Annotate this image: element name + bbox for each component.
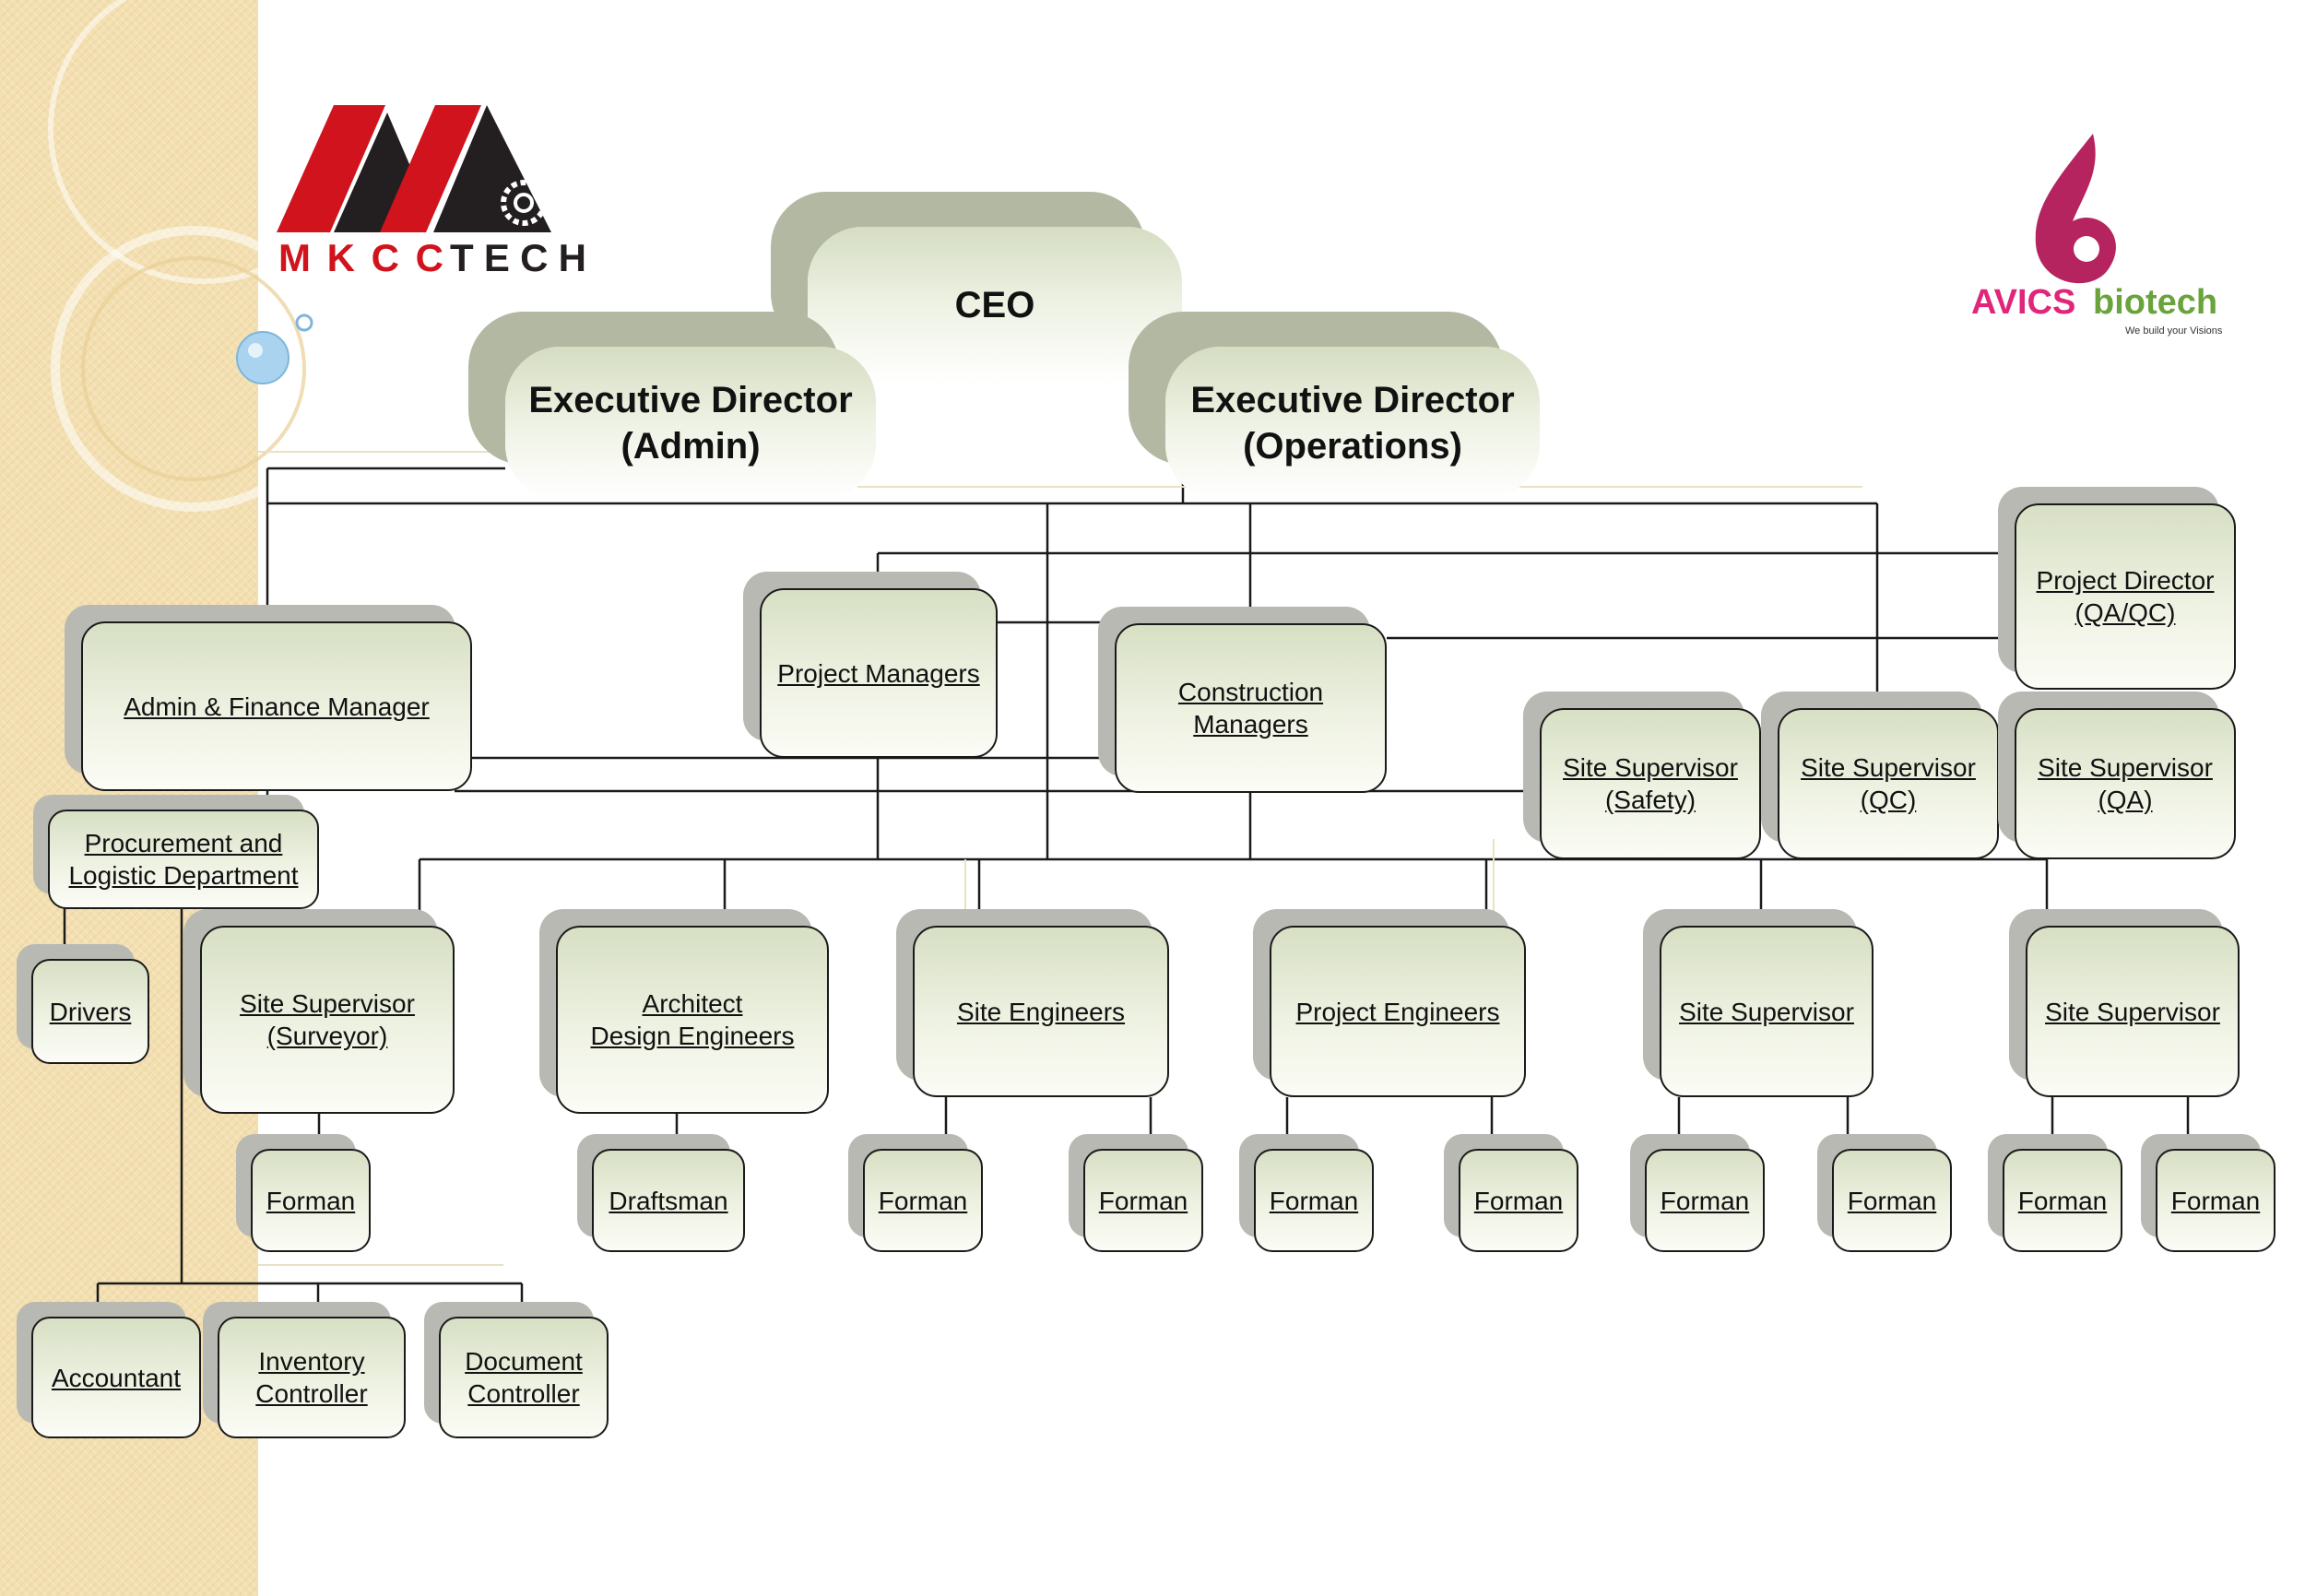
node-site-supervisor-qa: Site Supervisor (QA) (2015, 708, 2236, 859)
node-inventory-controller: Inventory Controller (218, 1317, 406, 1438)
node-procurement-logistics: Procurement and Logistic Department (48, 810, 319, 909)
node-forman: Forman (863, 1149, 983, 1252)
node-site-supervisor-surveyor: Site Supervisor (Surveyor) (200, 926, 455, 1114)
svg-text:We build your Visions: We build your Visions (2125, 325, 2223, 337)
node-forman: Forman (1832, 1149, 1952, 1252)
avics-biotech-logo: AVICS biotech We build your Visions (1971, 134, 2223, 337)
svg-text:AVICS: AVICS (1971, 283, 2075, 322)
node-forman: Forman (2003, 1149, 2122, 1252)
node-forman: Forman (1254, 1149, 1374, 1252)
node-accountant: Accountant (31, 1317, 201, 1438)
svg-text:MKCC: MKCC (278, 236, 444, 278)
node-architect-design-engineers: Architect Design Engineers (556, 926, 829, 1114)
node-drivers: Drivers (31, 959, 149, 1064)
node-site-supervisor: Site Supervisor (1660, 926, 1874, 1097)
node-document-controller: Document Controller (439, 1317, 609, 1438)
node-ceo: CEO (808, 227, 1182, 384)
mkcc-tech-logo: MKCC TECH (277, 105, 586, 278)
node-site-supervisor: Site Supervisor (2026, 926, 2240, 1097)
node-site-supervisor-safety: Site Supervisor (Safety) (1540, 708, 1761, 859)
svg-text:TECH: TECH (450, 236, 586, 278)
node-ed-operations: Executive Director (Operations) (1165, 347, 1540, 500)
node-project-managers: Project Managers (760, 588, 998, 758)
node-project-director: Project Director (QA/QC) (2015, 503, 2236, 690)
node-draftsman: Draftsman (592, 1149, 745, 1252)
svg-text:biotech: biotech (2093, 283, 2217, 322)
sidebar-circles (48, 0, 332, 512)
node-site-engineers: Site Engineers (913, 926, 1169, 1097)
node-project-engineers: Project Engineers (1270, 926, 1526, 1097)
node-forman: Forman (2156, 1149, 2275, 1252)
node-forman: Forman (1083, 1149, 1203, 1252)
node-construction-managers: Construction Managers (1115, 623, 1387, 793)
node-site-supervisor-qc: Site Supervisor (QC) (1778, 708, 1999, 859)
node-ed-admin: Executive Director (Admin) (505, 347, 876, 500)
node-forman: Forman (1459, 1149, 1578, 1252)
node-forman: Forman (251, 1149, 371, 1252)
node-admin-finance-manager: Admin & Finance Manager (81, 621, 472, 791)
node-forman: Forman (1645, 1149, 1765, 1252)
